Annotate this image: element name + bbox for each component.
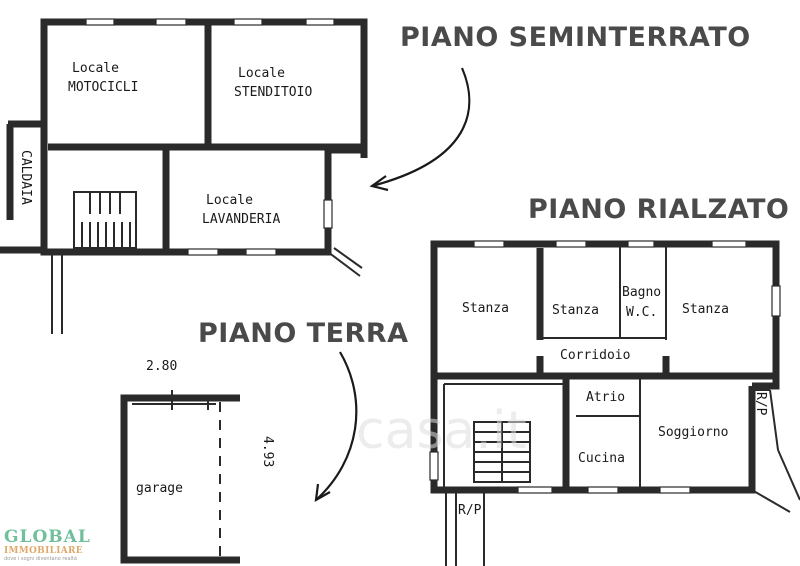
room-label: Cucina <box>578 451 625 466</box>
room-label: Soggiorno <box>658 425 728 440</box>
garage-label: garage <box>136 481 183 496</box>
room-label: Locale <box>238 66 285 81</box>
garage-depth-dimension: 4.93 <box>260 436 275 467</box>
heading-seminterrato: PIANO SEMINTERRATO <box>400 22 751 53</box>
arrow-to-basement <box>371 67 471 188</box>
room-label: MOTOCICLI <box>68 80 138 95</box>
room-label: Atrio <box>586 390 625 405</box>
logo-tagline: dove i sogni diventano realtà <box>4 556 77 562</box>
room-label: CALDAIA <box>18 150 33 205</box>
room-label: W.C. <box>626 305 657 320</box>
raised-floor-stairs <box>473 421 531 483</box>
heading-terra: PIANO TERRA <box>198 318 409 349</box>
raised-floor-plan: Stanza Stanza Bagno W.C. Stanza Corridoi… <box>429 240 800 566</box>
room-label: Locale <box>72 61 119 76</box>
basement-plan: Locale MOTOCICLI Locale STENDITOIO CALDA… <box>0 18 368 334</box>
garage-width-dimension: 2.80 <box>146 359 177 374</box>
room-label: Stanza <box>462 301 509 316</box>
ground-floor-garage: garage 2.80 4.93 <box>120 359 275 564</box>
room-label: Locale <box>206 193 253 208</box>
basement-stairs <box>73 191 137 249</box>
room-label: Stanza <box>552 303 599 318</box>
watermark: casa.it <box>356 401 527 461</box>
logo-subtitle: IMMOBILIARE <box>4 546 83 556</box>
heading-rialzato: PIANO RIALZATO <box>528 194 790 225</box>
company-logo: GLOBAL IMMOBILIARE dove i sogni diventan… <box>4 528 90 563</box>
room-label: R/P <box>753 392 768 416</box>
room-label: LAVANDERIA <box>202 212 280 227</box>
room-label: R/P <box>458 503 482 518</box>
room-label: Corridoio <box>560 348 630 363</box>
arrow-to-garage <box>315 351 358 501</box>
logo-name: GLOBAL <box>4 527 91 547</box>
room-label: Bagno <box>622 285 661 300</box>
room-label: STENDITOIO <box>234 85 312 100</box>
room-label: Stanza <box>682 302 729 317</box>
